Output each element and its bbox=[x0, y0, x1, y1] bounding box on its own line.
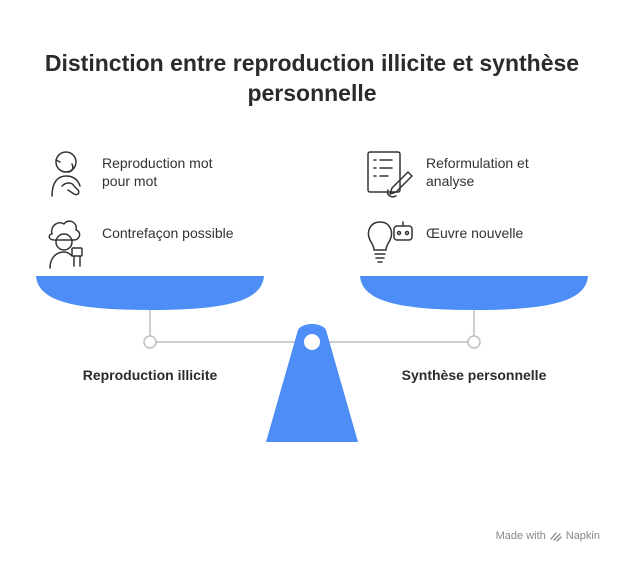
napkin-logo-icon bbox=[550, 532, 562, 542]
left-side-label: Reproduction illicite bbox=[82, 367, 218, 383]
counterfeit-person-icon bbox=[48, 220, 83, 269]
right-pan bbox=[360, 276, 588, 310]
right-item-2: Œuvre nouvelle bbox=[362, 216, 523, 276]
title-line-2: personnelle bbox=[247, 80, 377, 106]
left-item-1: Reproduction mot pour mot bbox=[38, 146, 213, 206]
right-item-1: Reformulation et analyse bbox=[362, 146, 529, 206]
left-item-1-label: Reproduction mot pour mot bbox=[102, 155, 213, 189]
right-item-1-label: Reformulation et analyse bbox=[426, 155, 529, 189]
napkin-brand: Napkin bbox=[565, 530, 600, 542]
page-title: Distinction entre reproduction illicite … bbox=[20, 48, 604, 108]
left-item-2-label: Contrefaçon possible bbox=[102, 225, 234, 241]
right-side-label: Synthèse personnelle bbox=[401, 367, 547, 383]
person-copying-icon bbox=[51, 151, 81, 197]
right-beam-end bbox=[467, 335, 481, 349]
footer: Made with Napkin bbox=[496, 530, 600, 542]
left-item-2: Contrefaçon possible bbox=[38, 216, 234, 276]
left-beam-end bbox=[143, 335, 157, 349]
right-item-2-label: Œuvre nouvelle bbox=[426, 225, 524, 241]
checklist-pen-icon bbox=[367, 151, 413, 198]
scale-fulcrum bbox=[266, 324, 358, 442]
made-with-text: Made with bbox=[495, 530, 546, 542]
title-line-1: Distinction entre reproduction illicite … bbox=[44, 50, 580, 76]
lightbulb-robot-icon bbox=[367, 221, 413, 263]
fulcrum-pivot bbox=[304, 334, 320, 350]
left-pan bbox=[36, 276, 264, 310]
